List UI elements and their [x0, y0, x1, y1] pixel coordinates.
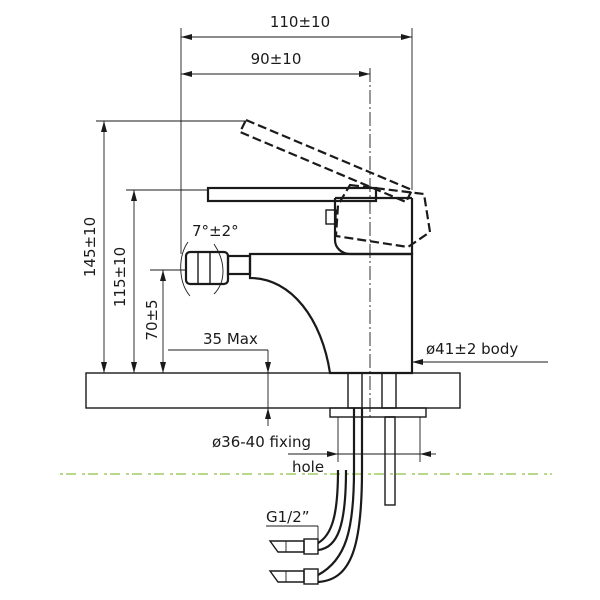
- label-total-height: 145±10: [81, 217, 99, 277]
- label-fixing-hole-line2: hole: [292, 458, 324, 476]
- dim-overall-width: 110±10: [180, 13, 413, 254]
- lever-open-dashed: [238, 118, 432, 249]
- flexible-hoses: [268, 408, 364, 585]
- label-max-deck-thickness: 35 Max: [203, 330, 258, 348]
- fixing-assembly: [329, 372, 427, 506]
- dim-spout-reach: 90±10: [181, 50, 370, 77]
- label-thread-size: G1/2”: [266, 508, 310, 526]
- mixer-body: [180, 196, 414, 375]
- dim-fixing-hole: ø36-40 fixing hole: [212, 433, 436, 476]
- label-spout-reach: 90±10: [251, 50, 302, 68]
- label-body-diameter: ø41±2 body: [426, 340, 518, 358]
- label-nozzle-tilt: 7°±2°: [192, 222, 239, 240]
- dim-nozzle-height: 70±5: [143, 269, 186, 373]
- label-overall-width: 110±10: [270, 13, 330, 31]
- dim-body-diameter: ø41±2 body: [412, 340, 548, 365]
- label-spout-height: 115±10: [111, 247, 129, 307]
- worktop-section: [85, 372, 461, 409]
- lever-closed: [206, 186, 378, 225]
- dim-thread-size: G1/2”: [266, 508, 319, 539]
- label-fixing-hole-line1: ø36-40 fixing: [212, 433, 311, 451]
- dim-spout-height: 115±10: [111, 189, 208, 373]
- dim-total-height: 145±10: [81, 120, 246, 373]
- label-nozzle-height: 70±5: [143, 299, 161, 340]
- dim-max-deck-thickness: 35 Max: [168, 330, 271, 426]
